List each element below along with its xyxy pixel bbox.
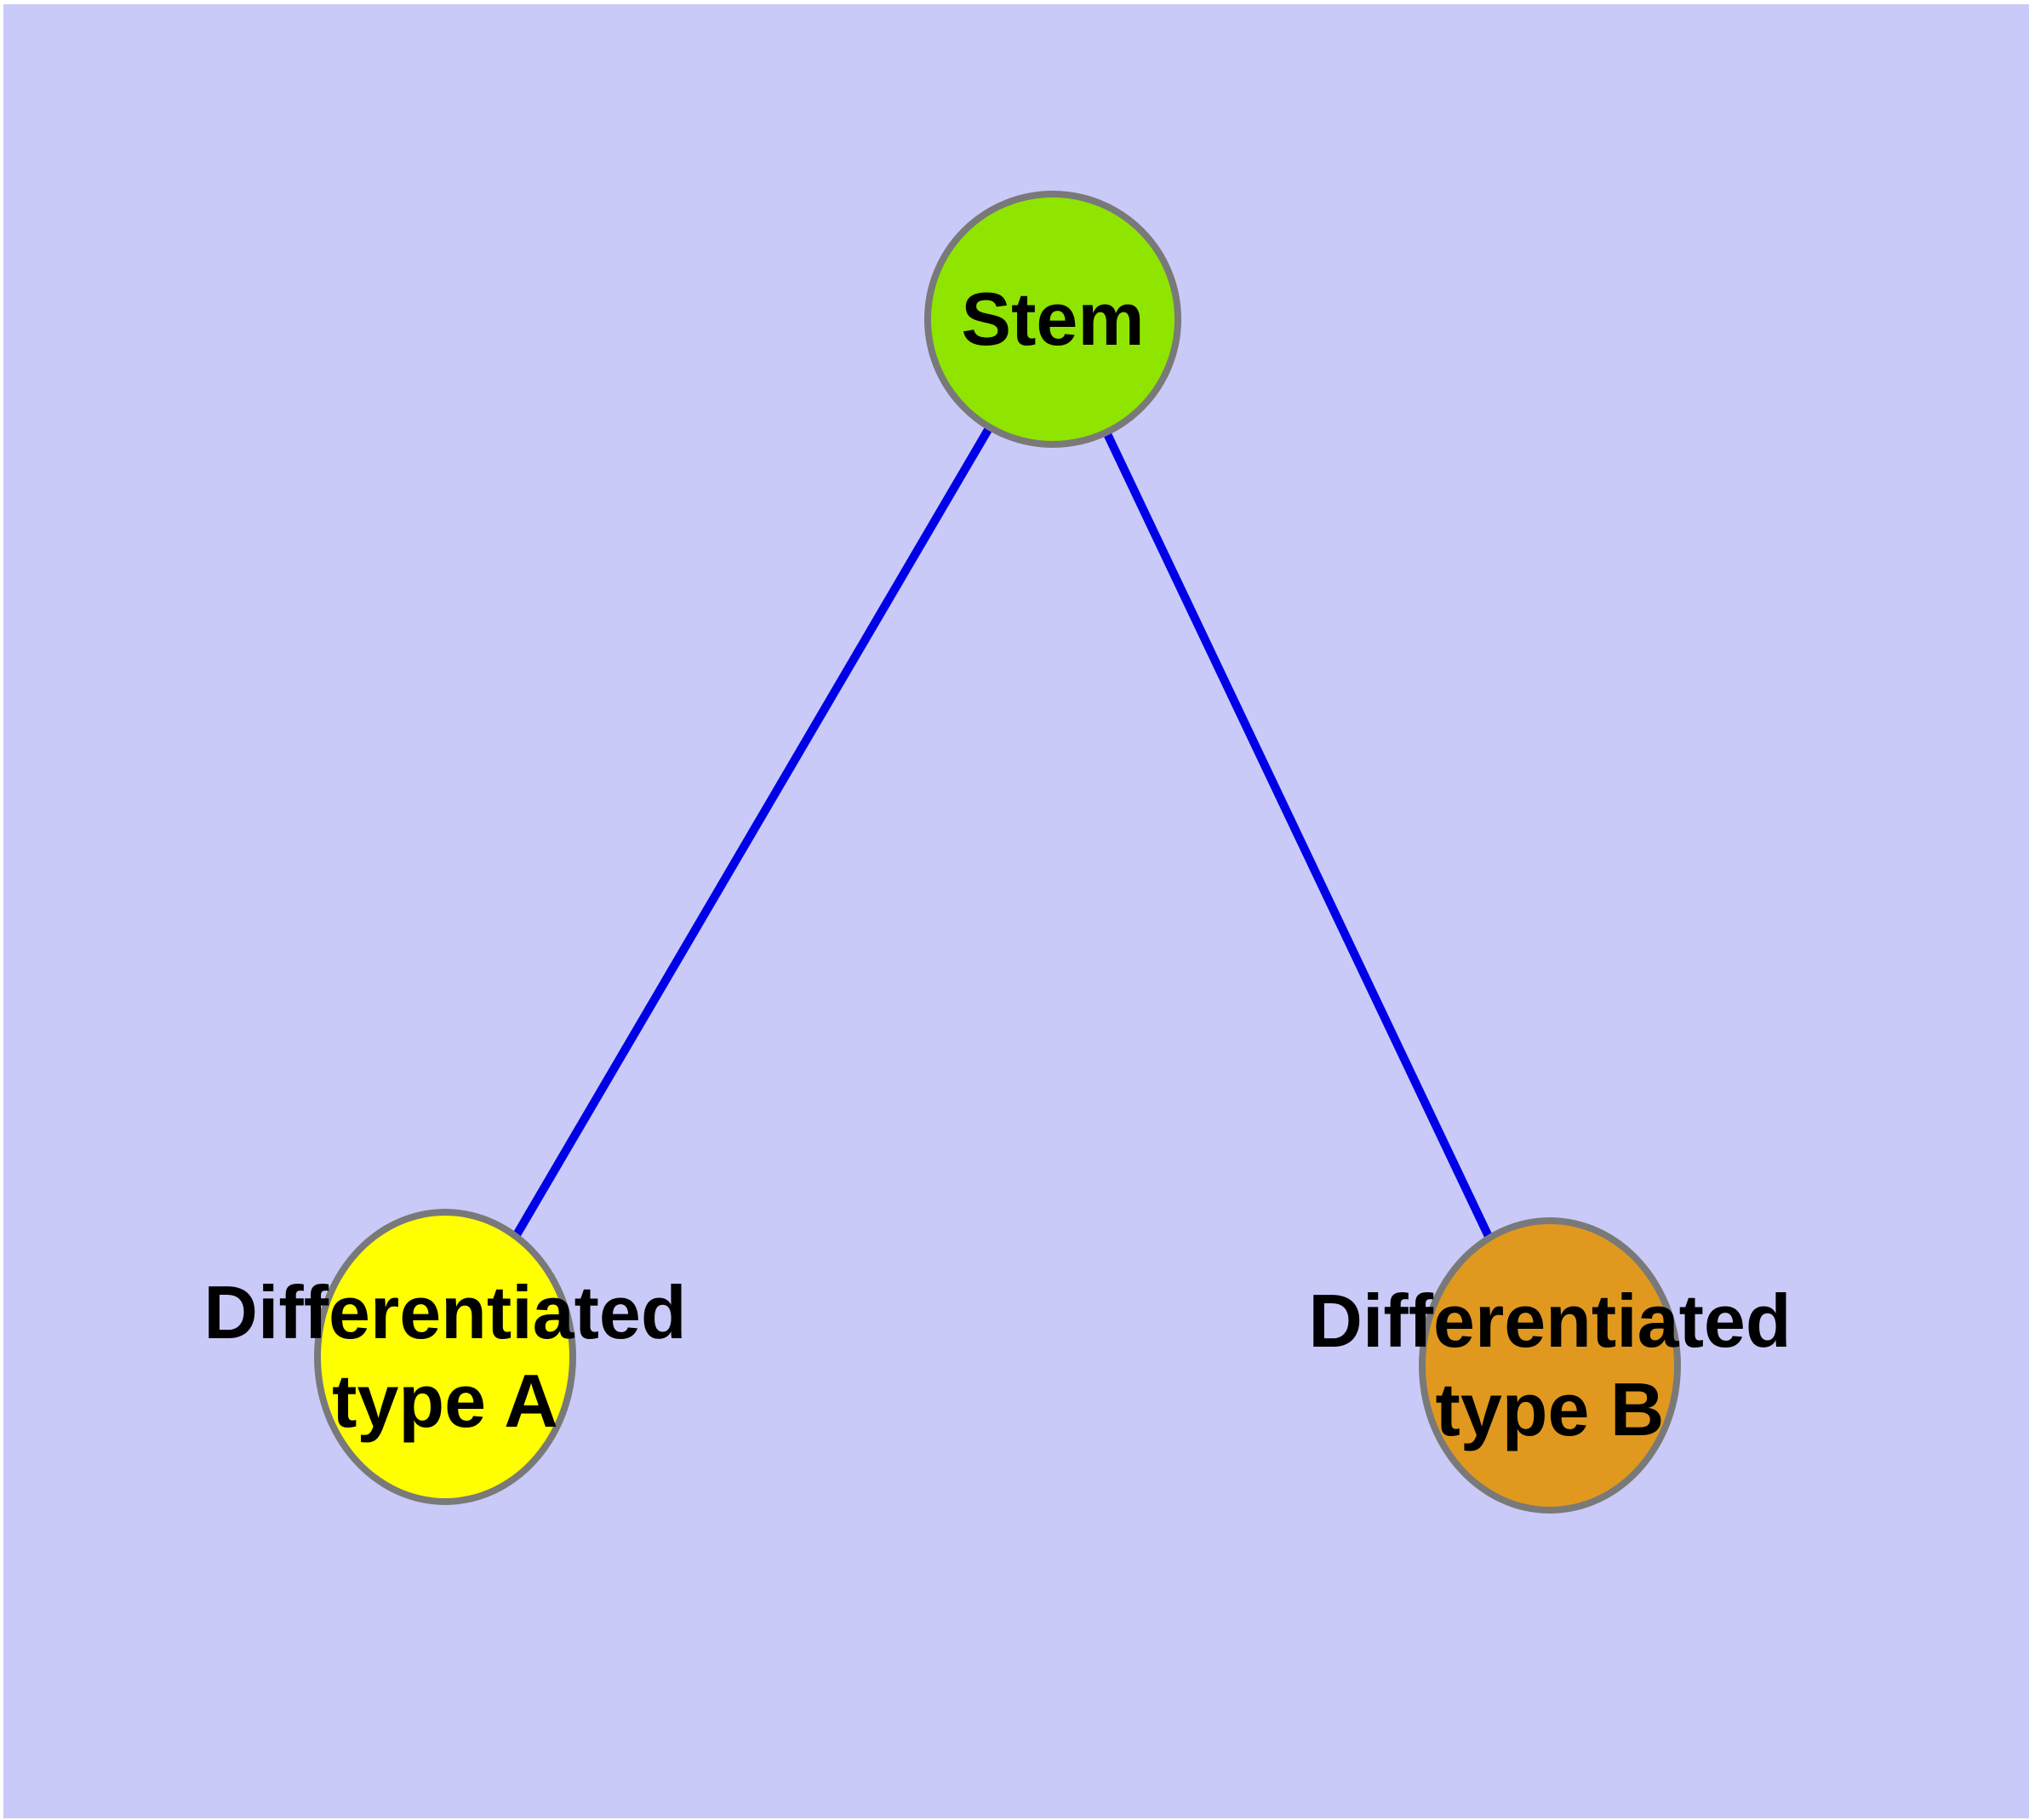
node-label-line: type B	[1435, 1367, 1665, 1451]
node-label-line: Differentiated	[1308, 1279, 1792, 1363]
edge-stem-to-type-b	[1049, 317, 1554, 1368]
node-stem	[924, 191, 1181, 448]
node-label-differentiated-type-a: Differentiated type A	[203, 1268, 686, 1445]
node-label-differentiated-type-b: Differentiated type B	[1308, 1277, 1791, 1454]
edge-stem-to-type-a	[441, 317, 1057, 1359]
node-label-line: type A	[332, 1359, 558, 1443]
node-differentiated-type-b	[1419, 1217, 1681, 1514]
node-label-line: Differentiated	[203, 1270, 687, 1354]
node-label-stem: Stem	[961, 277, 1145, 361]
node-differentiated-type-a	[314, 1209, 576, 1505]
